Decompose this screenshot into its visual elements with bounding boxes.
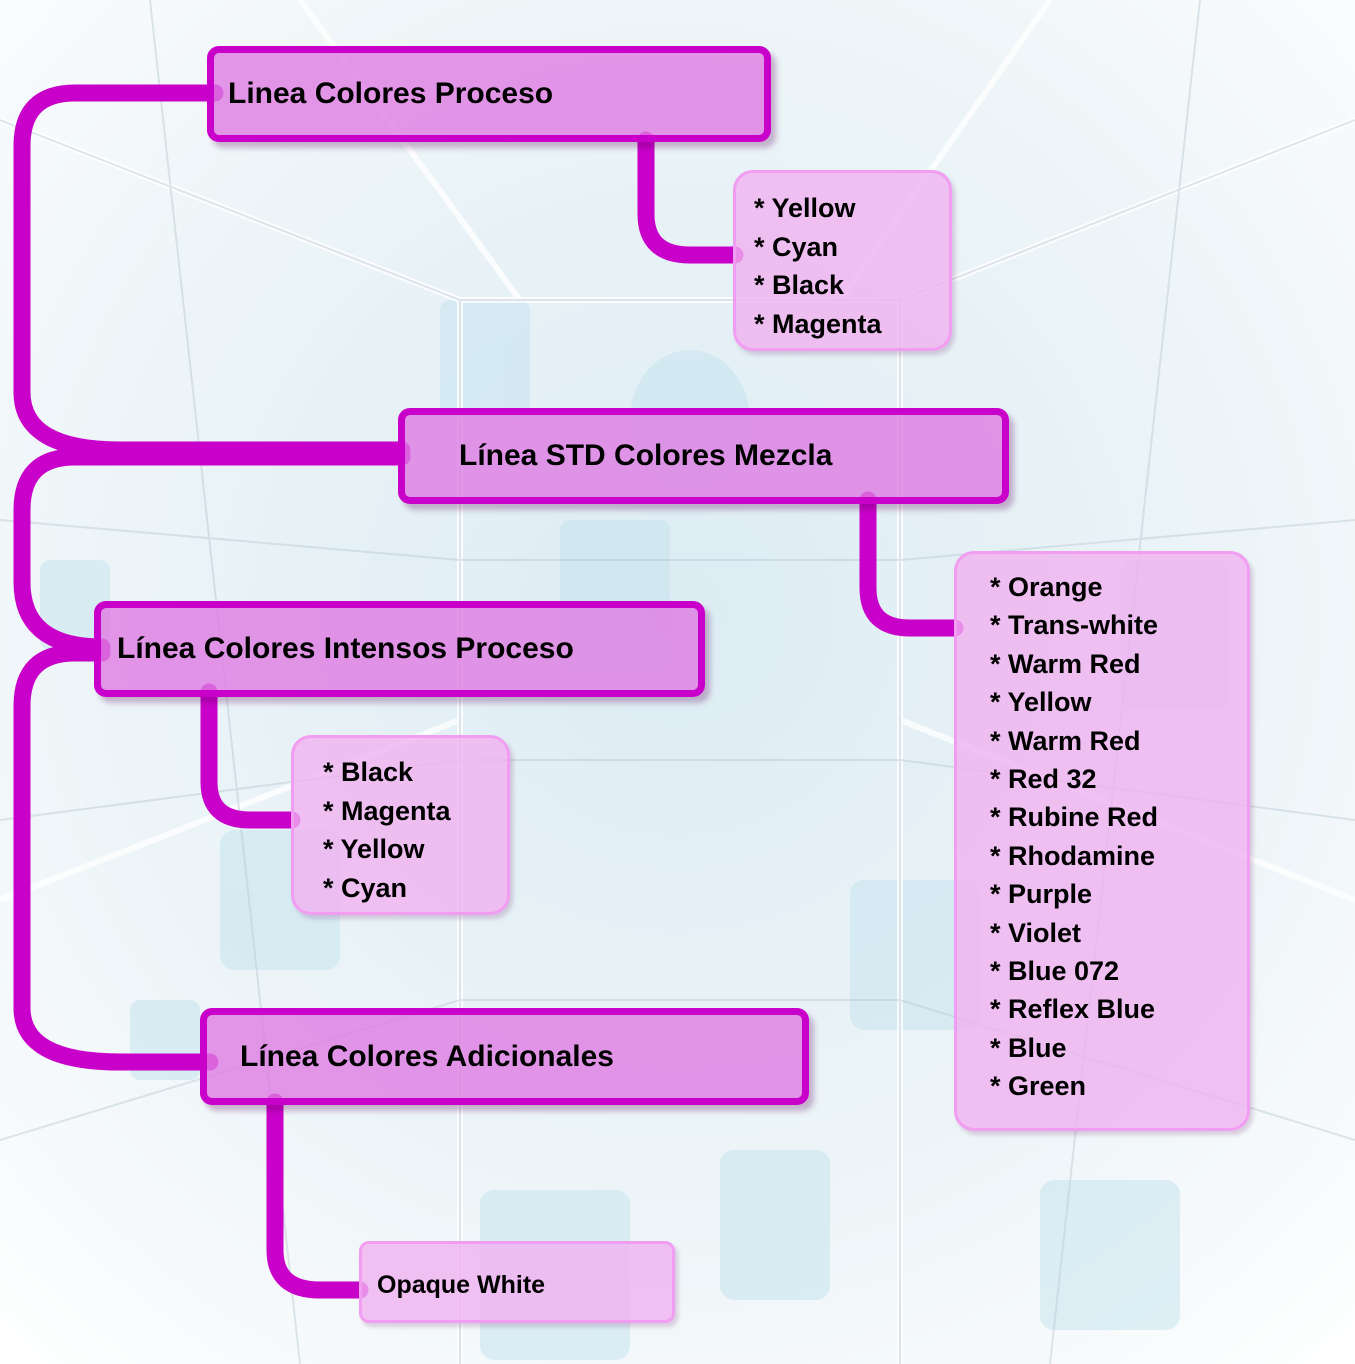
- list-proceso-colors: * Yellow * Cyan * Black * Magenta: [733, 170, 952, 351]
- header-linea-colores-intensos-proceso: Línea Colores Intensos Proceso: [94, 601, 705, 697]
- list-item: * Warm Red: [990, 725, 1141, 756]
- list-item: * Cyan: [323, 872, 408, 903]
- list-item: * Magenta: [323, 795, 451, 826]
- list-item: * Blue 072: [990, 956, 1120, 987]
- connector-root-to-adicionales: [13, 644, 219, 1071]
- header-title: Linea Colores Proceso: [228, 77, 554, 110]
- list-intensos-colors: * Black * Magenta * Yellow * Cyan: [291, 735, 510, 915]
- list-item: * Cyan: [754, 231, 839, 262]
- list-item: * Yellow: [323, 834, 425, 864]
- header-title: Línea Colores Intensos Proceso: [117, 632, 574, 665]
- list-item: * Warm Red: [990, 648, 1141, 679]
- connector-intensos-to-list: [200, 683, 301, 829]
- list-item: * Green: [990, 1071, 1087, 1102]
- list-item: * Black: [323, 757, 414, 787]
- box-adicionales-colors: Opaque White: [359, 1241, 675, 1323]
- list-item: * Reflex Blue: [990, 994, 1156, 1025]
- connector-proceso-to-list: [637, 131, 744, 264]
- list-item: Opaque White: [377, 1271, 546, 1299]
- list-item: * Red 32: [990, 764, 1097, 795]
- list-item: * Blue: [990, 1032, 1067, 1063]
- header-title: Línea STD Colores Mezcla: [459, 439, 833, 472]
- list-std-mezcla-colors: * Orange * Trans-white * Warm Red * Yell…: [954, 551, 1250, 1131]
- connector-root-to-intensos: [13, 448, 411, 656]
- connector-root-to-proceso: [13, 84, 411, 459]
- header-linea-colores-proceso: Linea Colores Proceso: [207, 46, 771, 142]
- list-item: * Magenta: [754, 308, 882, 339]
- list-item: * Black: [754, 270, 845, 300]
- connector-adicionales-to-box: [266, 1093, 369, 1299]
- header-linea-std-colores-mezcla: Línea STD Colores Mezcla: [398, 408, 1009, 504]
- list-item: * Rubine Red: [990, 802, 1159, 833]
- list-item: * Purple: [990, 879, 1093, 910]
- list-item: * Trans-white: [990, 610, 1159, 641]
- list-item: * Orange: [990, 572, 1103, 602]
- header-linea-colores-adicionales: Línea Colores Adicionales: [200, 1008, 809, 1105]
- list-item: * Yellow: [754, 193, 856, 223]
- connector-std-to-list: [859, 491, 964, 637]
- list-item: * Rhodamine: [990, 840, 1156, 871]
- header-title: Línea Colores Adicionales: [240, 1039, 614, 1073]
- list-item: * Yellow: [990, 687, 1092, 718]
- list-item: * Violet: [990, 917, 1082, 948]
